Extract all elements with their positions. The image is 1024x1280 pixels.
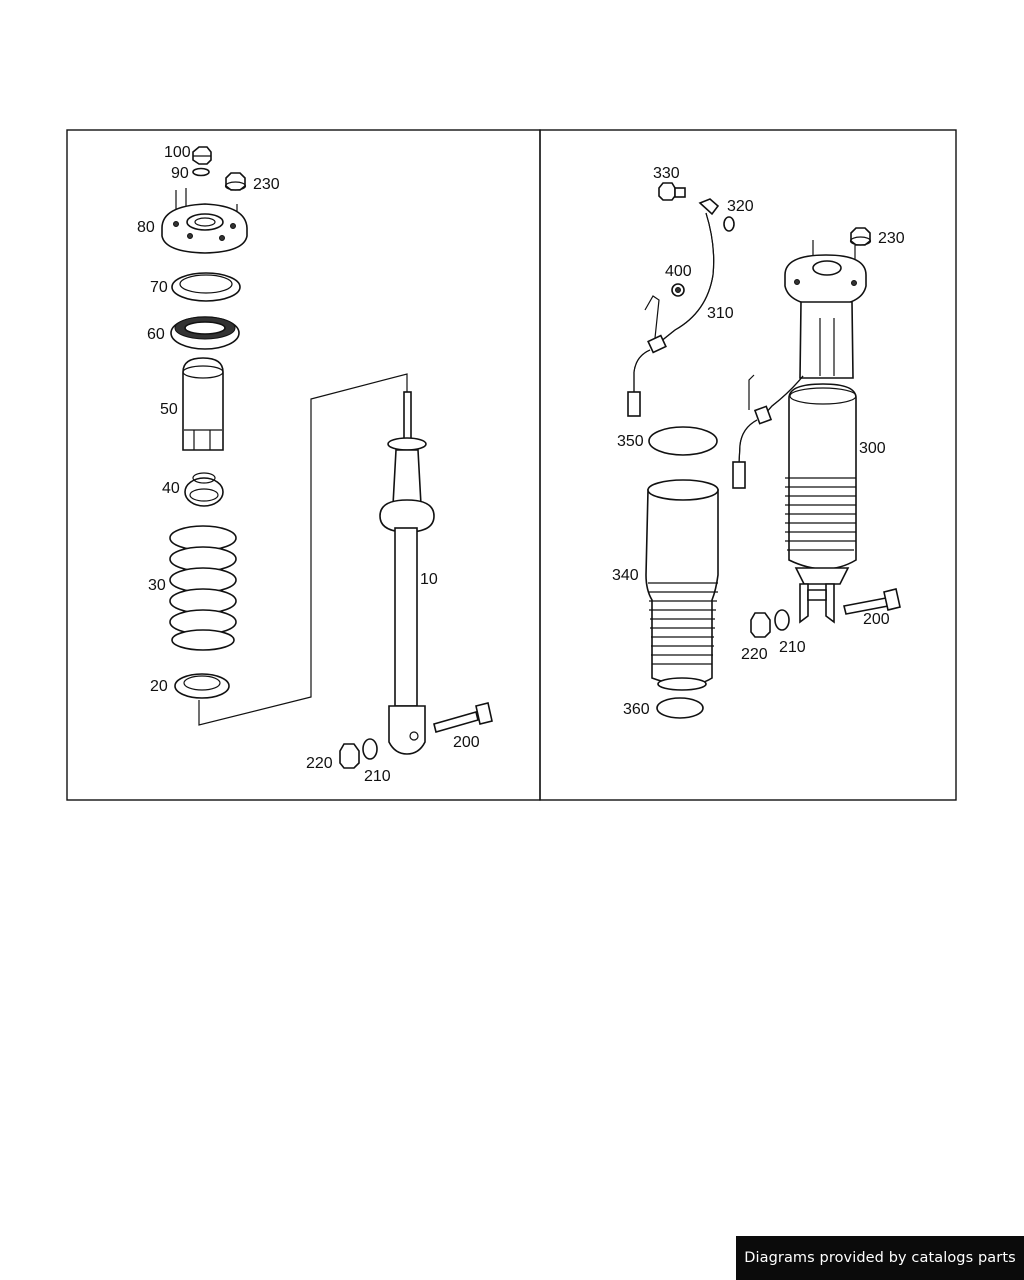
- label-210-left: 210: [364, 768, 391, 785]
- label-400: 400: [665, 263, 692, 280]
- part-330-banjo-bolt: [658, 182, 686, 201]
- part-210-washer-right: [774, 609, 790, 631]
- label-70: 70: [150, 279, 168, 296]
- label-80: 80: [137, 219, 155, 236]
- label-220-left: 220: [306, 755, 333, 772]
- assembly-bracket-line: [198, 373, 408, 726]
- part-30-coil-spring: [169, 525, 237, 651]
- part-220-nut-right: [750, 612, 771, 638]
- part-100-nut: [192, 146, 212, 165]
- part-40-spring-pad: [184, 472, 224, 507]
- part-340-bellows: [645, 479, 719, 691]
- label-40: 40: [162, 480, 180, 497]
- part-230-nut-left: [224, 172, 247, 191]
- label-200-right: 200: [863, 611, 890, 628]
- part-20-spring-seat: [174, 673, 230, 699]
- part-230-nut-right: [849, 227, 872, 246]
- label-60: 60: [147, 326, 165, 343]
- label-310: 310: [707, 305, 734, 322]
- label-210-right: 210: [779, 639, 806, 656]
- part-360-clamp: [656, 697, 704, 719]
- part-310-air-line: [627, 198, 720, 417]
- label-100: 100: [164, 144, 191, 161]
- label-340: 340: [612, 567, 639, 584]
- part-220-nut-left: [339, 743, 360, 769]
- part-strut-air-line: [732, 374, 804, 489]
- label-30: 30: [148, 577, 166, 594]
- part-50-bump-stop: [182, 357, 224, 451]
- label-300: 300: [859, 440, 886, 457]
- label-350: 350: [617, 433, 644, 450]
- part-60-ring: [170, 316, 240, 350]
- part-90-washer: [192, 167, 210, 177]
- part-300-air-strut: [784, 240, 867, 624]
- credit-banner: Diagrams provided by catalogs parts: [736, 1236, 1024, 1280]
- part-200-bolt-left: [433, 702, 493, 733]
- part-200-bolt-right: [843, 588, 901, 615]
- label-230-left: 230: [253, 176, 280, 193]
- label-50: 50: [160, 401, 178, 418]
- label-200-left: 200: [453, 734, 480, 751]
- label-360: 360: [623, 701, 650, 718]
- part-70-bearing: [171, 272, 241, 302]
- label-10: 10: [420, 571, 438, 588]
- part-320-seal: [723, 216, 735, 232]
- label-230-right: 230: [878, 230, 905, 247]
- part-400-screw: [671, 283, 685, 297]
- label-90: 90: [171, 165, 189, 182]
- right-panel-frame: [539, 129, 957, 801]
- label-20: 20: [150, 678, 168, 695]
- part-210-washer-left: [362, 738, 378, 760]
- label-330: 330: [653, 165, 680, 182]
- part-10-shock-absorber: [379, 391, 435, 755]
- part-350-ring: [648, 426, 718, 456]
- label-220-right: 220: [741, 646, 768, 663]
- part-80-top-mount: [161, 188, 248, 254]
- label-320: 320: [727, 198, 754, 215]
